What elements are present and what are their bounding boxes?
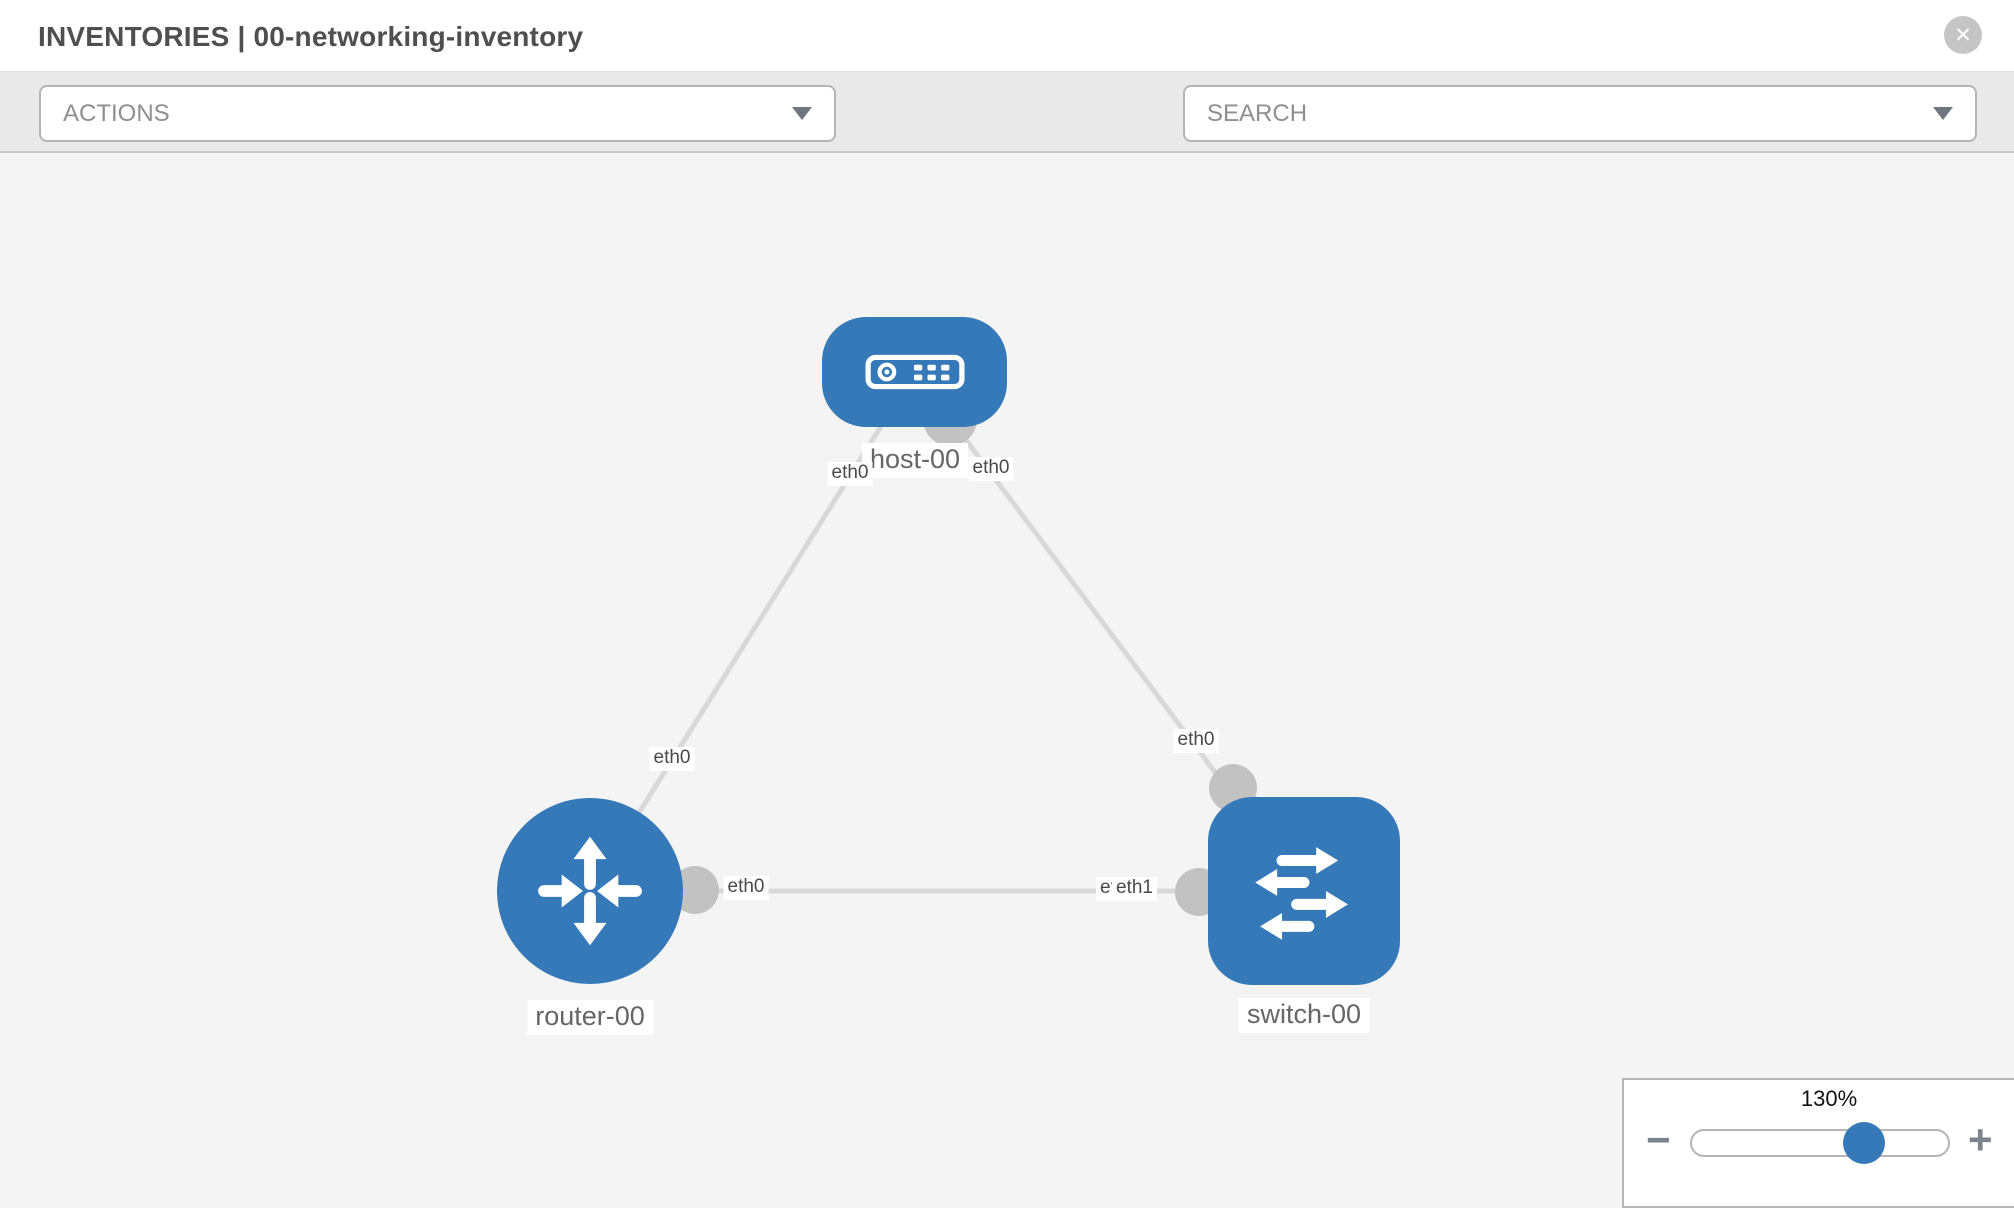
chevron-down-icon (792, 107, 812, 120)
interface-connector-router-right[interactable] (671, 866, 719, 914)
switch-icon (1243, 830, 1365, 952)
breadcrumb-header: INVENTORIES | 00-networking-inventory ✕ (0, 0, 2014, 72)
node-host-00[interactable] (822, 317, 1007, 427)
link-host-router[interactable] (587, 370, 918, 893)
zoom-out-button[interactable]: − (1646, 1119, 1671, 1161)
eth-label-switch-eth1-front: eth1 (1112, 877, 1157, 901)
zoom-slider-track[interactable] (1690, 1129, 1950, 1157)
close-icon: ✕ (1954, 23, 1972, 47)
node-label-host: host-00 (861, 443, 969, 478)
zoom-control-panel: 130% − + (1622, 1078, 2014, 1208)
eth-label-router-top: eth0 (649, 747, 695, 771)
eth-label-host-left: eth0 (827, 462, 873, 486)
search-dropdown-label: SEARCH (1207, 99, 1308, 127)
page-title: INVENTORIES | 00-networking-inventory (38, 21, 584, 52)
minus-icon: − (1646, 1116, 1671, 1163)
eth-label-host-right: eth0 (968, 457, 1014, 481)
host-icon (865, 354, 965, 390)
node-router-00[interactable] (497, 798, 683, 984)
toolbar: ACTIONS SEARCH (0, 72, 2014, 206)
node-switch-00[interactable] (1208, 797, 1400, 985)
chevron-down-icon (1933, 107, 1953, 120)
eth-label-switch-top: eth0 (1173, 729, 1219, 753)
plus-icon: + (1968, 1116, 1993, 1163)
topology-canvas[interactable]: host-00 router-00 switch-00 eth0 eth0 et… (0, 153, 2014, 1200)
node-label-router: router-00 (527, 1000, 653, 1035)
zoom-level-value: 130% (1800, 1086, 1858, 1111)
zoom-in-button[interactable]: + (1968, 1119, 1993, 1161)
actions-dropdown-label: ACTIONS (63, 99, 170, 127)
eth-label-router-switch-left: eth0 (723, 876, 769, 900)
node-label-switch: switch-00 (1238, 998, 1370, 1033)
search-dropdown[interactable]: SEARCH (1183, 85, 1977, 142)
zoom-slider-thumb[interactable] (1843, 1122, 1885, 1164)
router-icon (531, 832, 649, 950)
topology-links (587, 370, 1307, 916)
actions-dropdown[interactable]: ACTIONS (39, 85, 836, 142)
close-button[interactable]: ✕ (1944, 16, 1982, 54)
